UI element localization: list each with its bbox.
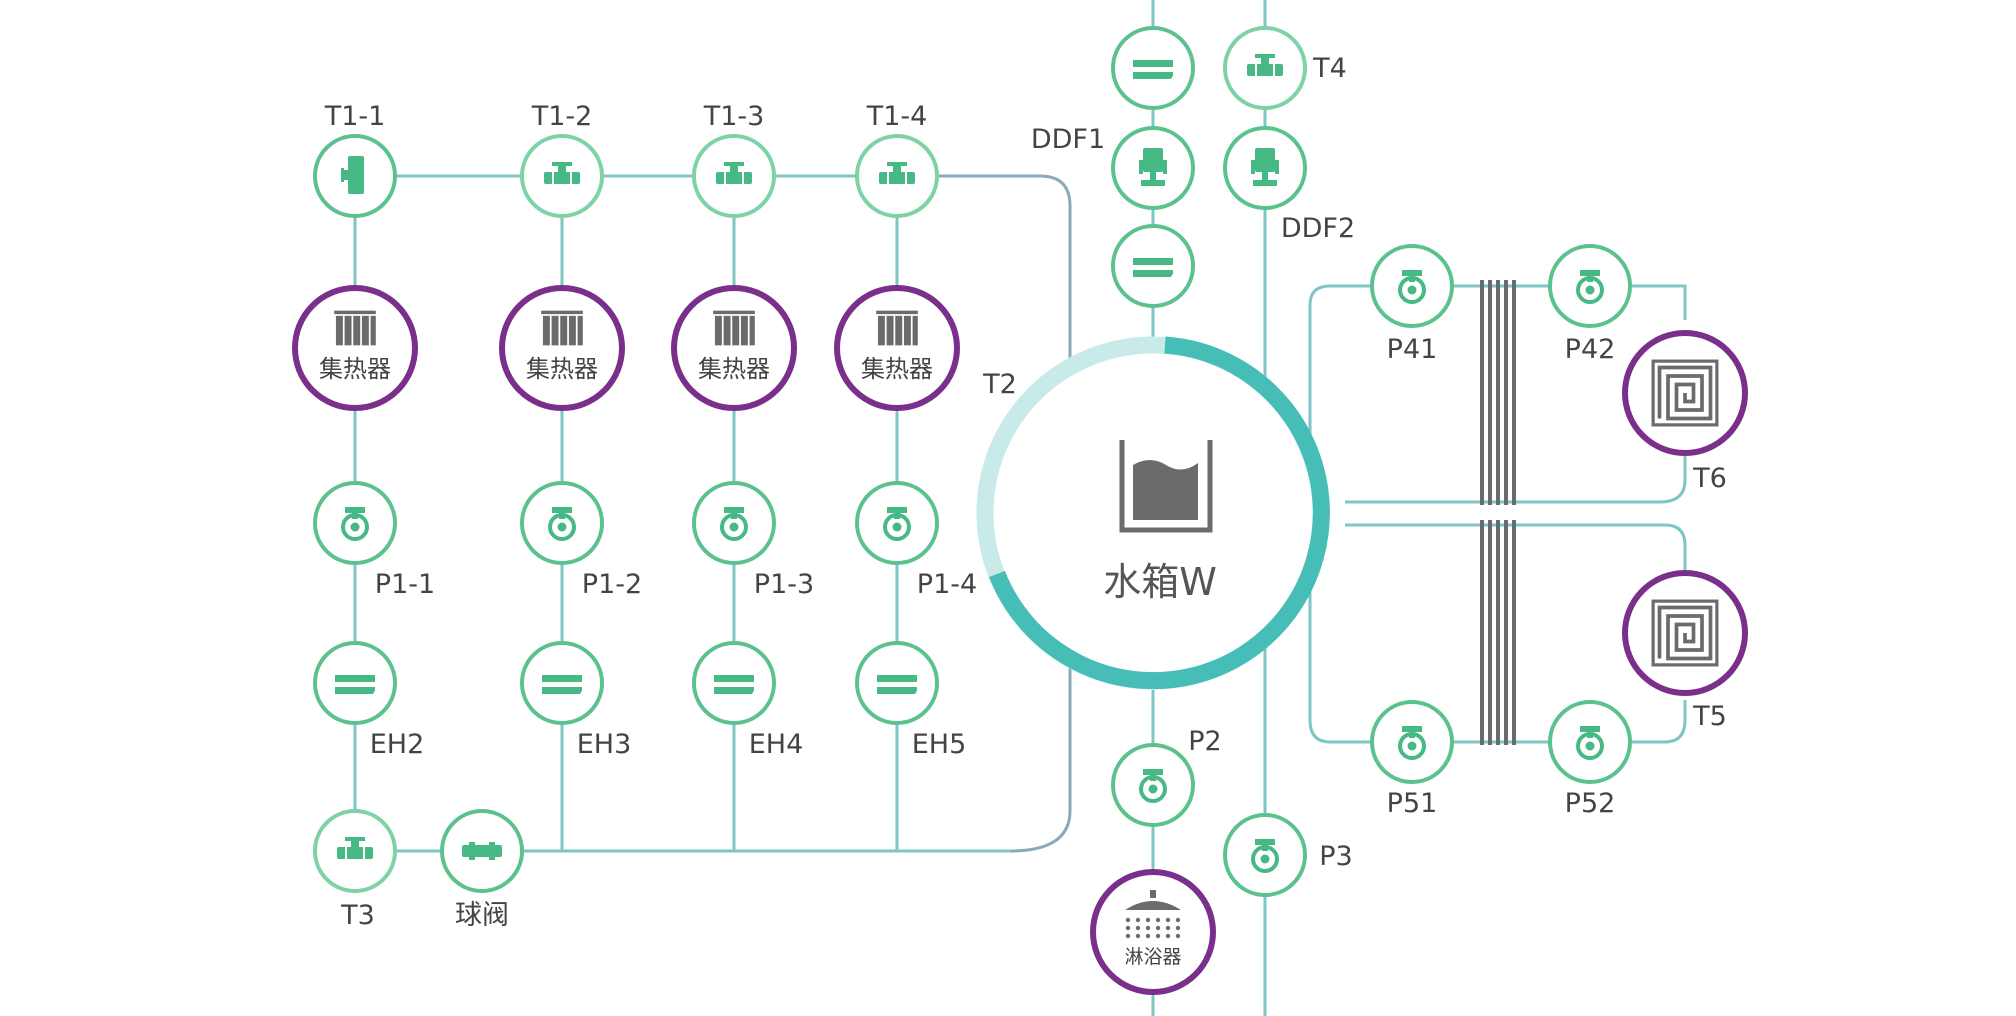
tank-level-arc bbox=[989, 336, 1330, 690]
label-t4: T4 bbox=[1312, 53, 1347, 84]
label-p42: P42 bbox=[1565, 334, 1616, 365]
plate-heat-exchanger-icon bbox=[1480, 520, 1516, 745]
eh4-heater[interactable] bbox=[692, 641, 776, 725]
collector-1[interactable]: 集热器 bbox=[292, 285, 418, 411]
label-p41: P41 bbox=[1387, 334, 1438, 365]
pipe-p5-supply bbox=[1345, 523, 1687, 570]
collector-label: 集热器 bbox=[698, 355, 770, 383]
t6-floor-heating[interactable] bbox=[1622, 330, 1748, 456]
label-p51: P51 bbox=[1387, 788, 1438, 819]
ddf-icon bbox=[1251, 148, 1279, 186]
label-p3: P3 bbox=[1319, 841, 1352, 872]
label-t2: T2 bbox=[982, 369, 1017, 400]
t1-3-valve[interactable] bbox=[692, 134, 776, 218]
label-t1-1: T1-1 bbox=[324, 101, 386, 132]
shower[interactable]: 淋浴器 bbox=[1090, 869, 1216, 995]
t1-4-valve[interactable] bbox=[855, 134, 939, 218]
ball-valve[interactable] bbox=[440, 809, 524, 893]
label-eh4: EH4 bbox=[749, 729, 804, 760]
p3-pump[interactable] bbox=[1223, 813, 1307, 897]
p42-pump[interactable] bbox=[1548, 244, 1632, 328]
p52-pump[interactable] bbox=[1548, 700, 1632, 784]
label-t3: T3 bbox=[340, 900, 375, 931]
p41-pump[interactable] bbox=[1370, 244, 1454, 328]
label-p1-1: P1-1 bbox=[375, 569, 435, 600]
label-t5: T5 bbox=[1692, 701, 1727, 732]
mid-heater[interactable] bbox=[1111, 224, 1195, 308]
p51-pump[interactable] bbox=[1370, 700, 1454, 784]
pipe-t6-return bbox=[1345, 440, 1687, 504]
label-ball-valve: 球阀 bbox=[455, 900, 509, 931]
collector-label: 集热器 bbox=[526, 355, 598, 383]
p1-4-pump[interactable] bbox=[855, 481, 939, 565]
label-t1-3: T1-3 bbox=[703, 101, 765, 132]
t1-1-sensor[interactable] bbox=[313, 134, 397, 218]
shower-label: 淋浴器 bbox=[1124, 946, 1181, 968]
label-eh3: EH3 bbox=[577, 729, 632, 760]
collector-label: 集热器 bbox=[319, 355, 391, 383]
water-tank[interactable]: 水箱W bbox=[976, 336, 1330, 690]
ddf2-valve[interactable] bbox=[1223, 126, 1307, 210]
p1-3-pump[interactable] bbox=[692, 481, 776, 565]
label-eh5: EH5 bbox=[912, 729, 967, 760]
tank-name: 水箱W bbox=[1103, 560, 1217, 604]
label-p1-3: P1-3 bbox=[754, 569, 814, 600]
plate-heat-exchanger-icon bbox=[1480, 280, 1516, 505]
ddf-icon bbox=[1139, 148, 1167, 186]
ddf1-valve[interactable] bbox=[1111, 126, 1195, 210]
collector-4[interactable]: 集热器 bbox=[834, 285, 960, 411]
water-tank-icon bbox=[1119, 440, 1213, 533]
pipe-manifold-to-tank bbox=[891, 174, 1072, 360]
eh3-heater[interactable] bbox=[520, 641, 604, 725]
top-heater[interactable] bbox=[1111, 26, 1195, 110]
label-p2: P2 bbox=[1188, 726, 1221, 757]
p1-2-pump[interactable] bbox=[520, 481, 604, 565]
t3-valve[interactable] bbox=[313, 809, 397, 893]
collector-3[interactable]: 集热器 bbox=[671, 285, 797, 411]
label-ddf2: DDF2 bbox=[1281, 213, 1355, 244]
label-t6: T6 bbox=[1692, 463, 1727, 494]
t4-valve[interactable] bbox=[1223, 26, 1307, 110]
pipe-return-to-tank bbox=[1009, 650, 1072, 853]
t5-floor-heating[interactable] bbox=[1622, 570, 1748, 696]
eh5-heater[interactable] bbox=[855, 641, 939, 725]
label-p52: P52 bbox=[1565, 788, 1616, 819]
label-ddf1: DDF1 bbox=[1031, 124, 1105, 155]
collector-2[interactable]: 集热器 bbox=[499, 285, 625, 411]
label-p1-4: P1-4 bbox=[917, 569, 977, 600]
label-eh2: EH2 bbox=[370, 729, 425, 760]
p2-pump[interactable] bbox=[1111, 743, 1195, 827]
shower-head-icon bbox=[1125, 890, 1181, 939]
label-p1-2: P1-2 bbox=[582, 569, 642, 600]
t1-2-valve[interactable] bbox=[520, 134, 604, 218]
eh2-heater[interactable] bbox=[313, 641, 397, 725]
collector-label: 集热器 bbox=[861, 355, 933, 383]
label-t1-4: T1-4 bbox=[866, 101, 928, 132]
pipe-p4-loop bbox=[1308, 284, 1687, 440]
label-t1-2: T1-2 bbox=[531, 101, 593, 132]
p1-1-pump[interactable] bbox=[313, 481, 397, 565]
